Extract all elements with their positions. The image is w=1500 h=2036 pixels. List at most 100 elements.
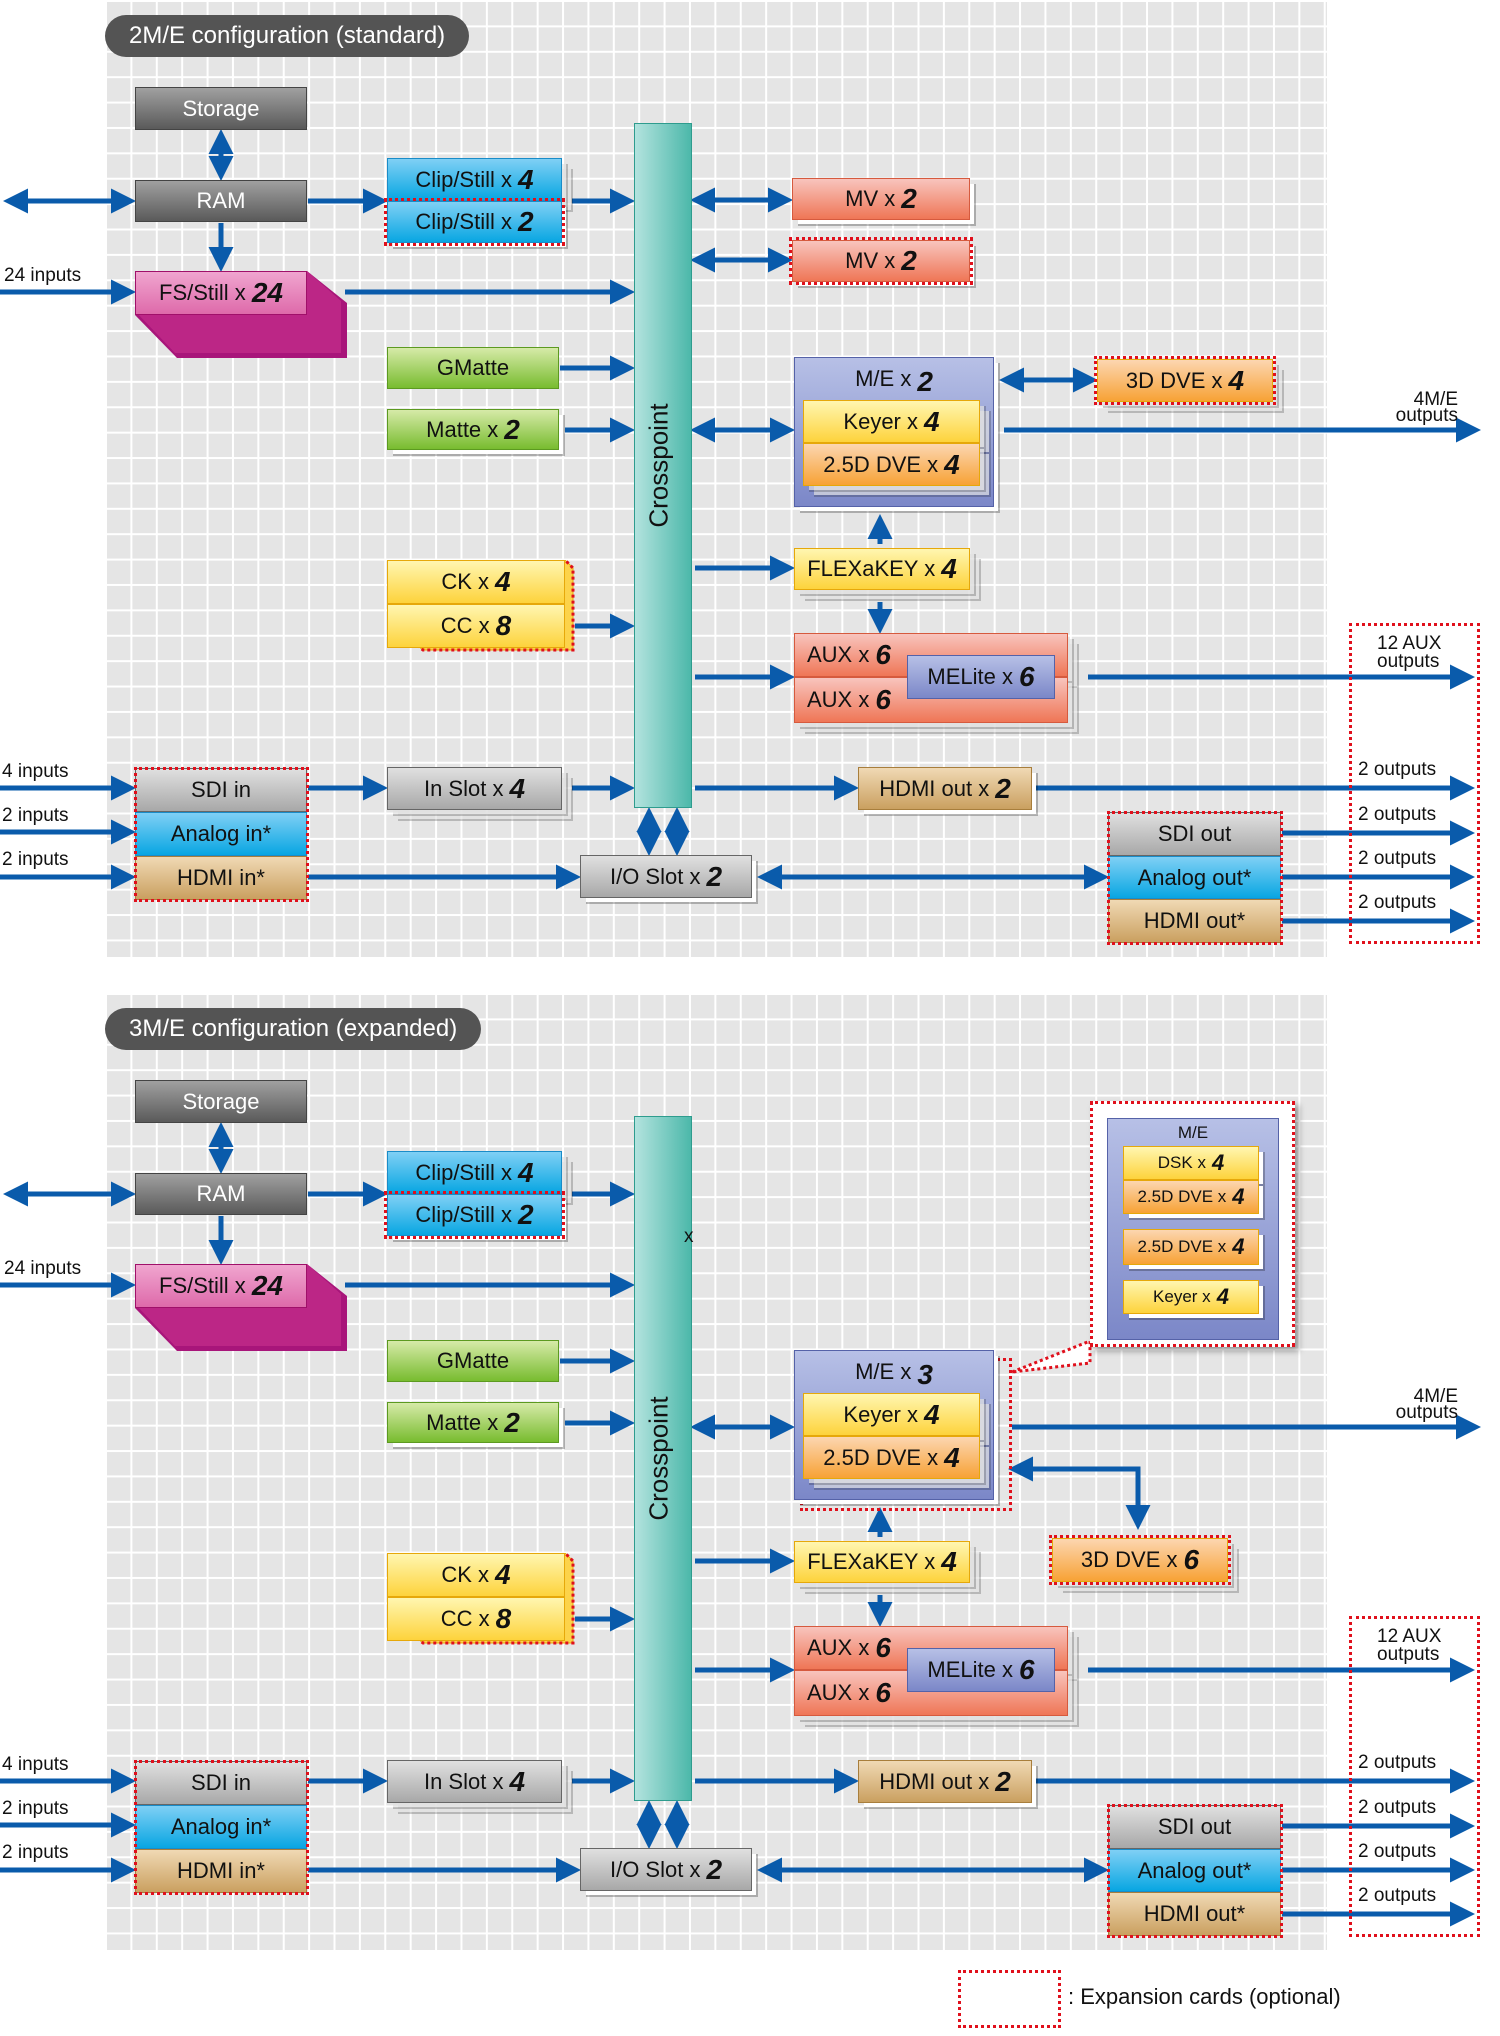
label-2-inputs-b: 2 inputs [2, 849, 69, 870]
flexakey-label: FLEXaKEY x [807, 556, 936, 581]
keyer-count: 4 [924, 1398, 940, 1430]
legend-expansion-text: : Expansion cards (optional) [1068, 1984, 1341, 2009]
me-detail-keyer-count: 4 [1216, 1284, 1229, 1309]
ck-label: CK x [441, 1562, 490, 1587]
label-4-inputs: 4 inputs [2, 1754, 69, 1775]
config-title: 3M/E configuration (expanded) [105, 1008, 482, 1050]
clip-still-2-label: Clip/Still x [415, 209, 512, 234]
analog-in-label: Analog in* [170, 1814, 272, 1839]
hdmi-out-label: HDMI out* [1143, 1901, 1246, 1926]
in-slot-label: In Slot x [423, 1768, 504, 1794]
keyer-label: Keyer x [843, 1401, 918, 1427]
dve3d-label: 3D DVE x [1125, 367, 1223, 393]
aux-b-label: AUX x [807, 1680, 870, 1705]
aux-a-label: AUX x [807, 1635, 870, 1660]
keyer-count: 4 [924, 405, 940, 437]
label-out-3: 2 outputs [1358, 1841, 1437, 1862]
sdi-out-block: SDI out [1108, 812, 1281, 856]
sdi-in-label: SDI in [191, 1770, 251, 1795]
signal-arrows [0, 129, 1481, 934]
label-4-inputs: 4 inputs [2, 761, 69, 782]
gmatte-block: GMatte [387, 347, 559, 389]
label-out-2: 2 outputs [1358, 804, 1437, 825]
input-expansion-frame [134, 1760, 309, 1895]
clip-still-2-count: 2 [518, 1199, 534, 1230]
dve25-label: 2.5D DVE x [823, 451, 939, 477]
me-label: M/E x [855, 366, 912, 391]
sdi-in-label: SDI in [191, 777, 251, 802]
flexakey-label: FLEXaKEY x [807, 1549, 936, 1574]
crosspoint-block [634, 1116, 692, 1801]
hdmi-in-block: HDMI in* [135, 856, 307, 900]
analog-out-label: Analog out* [1137, 1857, 1252, 1883]
arrow-me-3ddve [1008, 1456, 1151, 1530]
label-2-inputs-a: 2 inputs [2, 1798, 69, 1819]
input-expansion-frame [134, 767, 309, 902]
output-expansion-frame [1107, 1804, 1283, 1938]
melite-count: 6 [1019, 661, 1035, 692]
fs-still-count: 24 [251, 1270, 283, 1301]
clip-still-4-label: Clip/Still x [415, 1159, 512, 1185]
diagram-2me-standard: 2M/E configuration (standard) [0, 0, 1500, 960]
in-slot-count: 4 [509, 1765, 526, 1797]
sdi-in-block: SDI in [135, 1761, 307, 1805]
config-title: 2M/E configuration (standard) [105, 15, 470, 57]
label-out-2: 2 outputs [1358, 1797, 1437, 1818]
sdi-out-label: SDI out [1157, 1814, 1232, 1839]
cc-label: CC x [440, 1606, 490, 1631]
ram-label: RAM [196, 188, 246, 213]
mv-1-count: 2 [901, 183, 917, 214]
in-slot-count: 4 [509, 772, 526, 804]
clip-still-4-count: 4 [518, 163, 534, 195]
label-out-4: 2 outputs [1358, 1885, 1437, 1906]
me-label: M/E x [855, 1359, 912, 1384]
matte-count: 2 [504, 413, 520, 445]
cc-count: 8 [495, 1603, 512, 1634]
dsk-count: 4 [1211, 1150, 1225, 1175]
hdmi-out2-label: HDMI out x [879, 1768, 990, 1794]
ram-label: RAM [196, 1181, 246, 1206]
crosspoint-block [634, 123, 692, 808]
ck-label: CK x [441, 569, 490, 594]
label-aux-outputs-2: outputs [1377, 1644, 1440, 1665]
hdmi-out2-count: 2 [995, 772, 1011, 804]
sdi-out-block: SDI out [1108, 1805, 1281, 1849]
ck-count: 4 [495, 566, 511, 597]
mv-2-count: 2 [901, 245, 917, 276]
melite-label: MELite x [927, 664, 1013, 689]
storage-block: Storage [135, 87, 307, 130]
analog-in-label: Analog in* [170, 821, 272, 846]
keyer-label: Keyer x [843, 408, 918, 434]
gmatte-block: GMatte [387, 1340, 559, 1382]
label-out-1: 2 outputs [1358, 1752, 1437, 1773]
dve25-count: 4 [944, 1441, 960, 1473]
storage-label: Storage [182, 1088, 260, 1114]
analog-out-block: Analog out* [1108, 1849, 1281, 1892]
fs-still-label: FS/Still x [159, 1273, 246, 1298]
melite-label: MELite x [927, 1657, 1013, 1682]
flexakey-count: 4 [941, 1546, 957, 1577]
aux-b-count: 6 [875, 1677, 891, 1708]
aux-a-count: 6 [875, 639, 891, 670]
hdmi-out-block: HDMI out* [1108, 1892, 1281, 1936]
me-count: 3 [917, 1359, 933, 1390]
hdmi-in-label: HDMI in* [176, 1858, 265, 1883]
